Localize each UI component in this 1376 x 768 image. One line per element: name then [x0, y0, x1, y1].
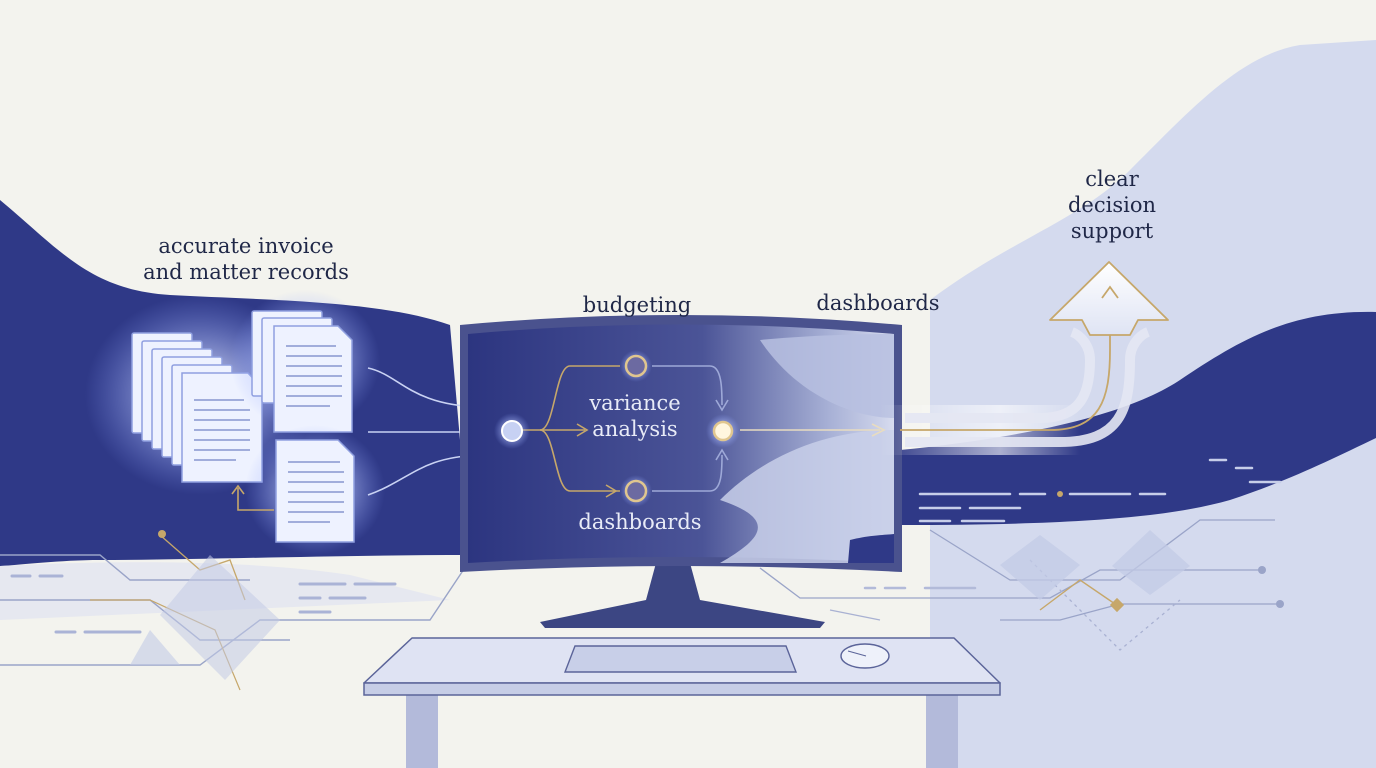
- label-decision-line1: clear: [1085, 167, 1139, 191]
- decor-dot-gold: [1057, 491, 1063, 497]
- document-top-icon: [230, 290, 380, 433]
- label-records: accurate invoice and matter records: [136, 233, 356, 285]
- decor-dashes-left: [10, 574, 397, 634]
- output-paths: [900, 300, 1151, 447]
- label-budgeting: budgeting: [582, 293, 692, 317]
- label-decision-line3: support: [1070, 219, 1154, 243]
- label-dashboards-screen: dashboards: [578, 510, 702, 534]
- label-decision-line2: decision: [1067, 193, 1156, 217]
- document-bottom-icon: [245, 425, 385, 555]
- decor-dashes-right: [918, 458, 1282, 523]
- monitor: [460, 315, 902, 628]
- label-dashboards-top: dashboards: [816, 291, 940, 315]
- label-variance-analysis: variance analysis: [580, 390, 690, 442]
- label-records-line1: accurate invoice: [158, 234, 334, 258]
- up-arrow-icon: [1049, 261, 1169, 336]
- decor-diamonds-right: [1000, 530, 1284, 613]
- screen-flow-lines: [522, 365, 886, 498]
- background-wave-navy-right: [900, 311, 1376, 525]
- label-variance-line2: analysis: [592, 417, 678, 441]
- label-decision-support: clear decision support: [1052, 166, 1172, 244]
- decor-diamonds-left: [130, 530, 280, 680]
- label-records-line2: and matter records: [143, 260, 349, 284]
- desk: [363, 637, 1001, 768]
- feedback-arrow: [231, 484, 274, 511]
- keyboard: [563, 645, 798, 673]
- mouse-icon: [840, 643, 890, 669]
- label-variance-line1: variance: [589, 391, 681, 415]
- flow-nodes: [494, 350, 740, 507]
